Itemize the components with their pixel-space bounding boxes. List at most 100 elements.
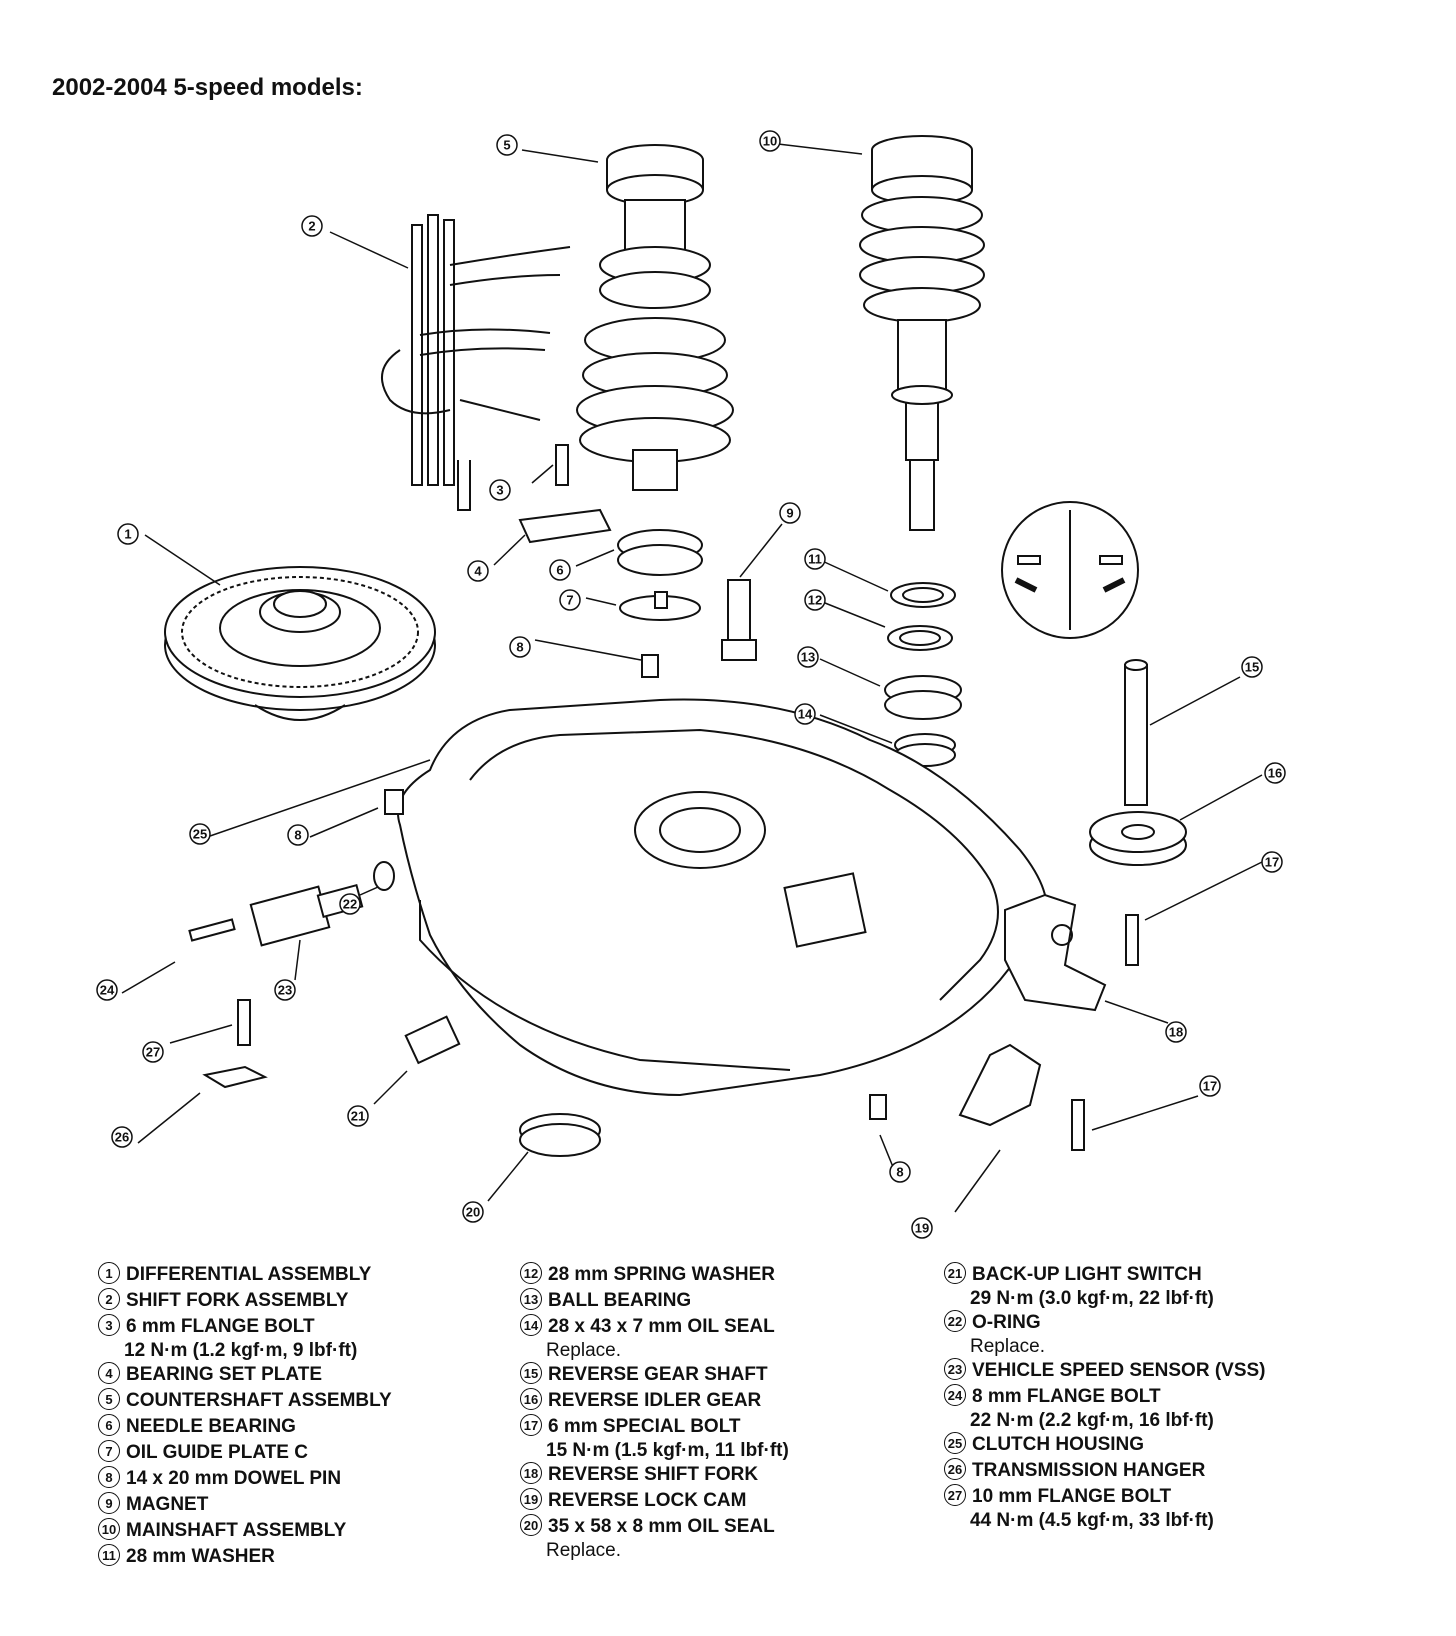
callout-8a: 8 — [509, 636, 531, 658]
legend-item-3: 3 6 mm FLANGE BOLT 12 N·m (1.2 kgf·m, 9 lb… — [98, 1314, 528, 1362]
legend-label: TRANSMISSION HANGER — [972, 1460, 1206, 1481]
legend-label: O-RING — [972, 1312, 1041, 1333]
legend-number: 6 — [98, 1414, 120, 1436]
washer-orientation-detail — [1001, 501, 1139, 639]
legend-item-18: 18 REVERSE SHIFT FORK — [520, 1462, 950, 1488]
legend-note: Replace. — [970, 1336, 1045, 1357]
legend-spec: 44 N·m (4.5 kgf·m, 33 lbf·ft) — [970, 1510, 1214, 1531]
callout-number: 4 — [474, 564, 482, 579]
legend-label: DIFFERENTIAL ASSEMBLY — [126, 1264, 372, 1285]
callout-13: 13 — [797, 646, 819, 668]
callout-16: 16 — [1264, 762, 1286, 784]
legend-label: COUNTERSHAFT ASSEMBLY — [126, 1390, 392, 1411]
callout-number: 2 — [308, 219, 315, 234]
legend-number: 8 — [98, 1466, 120, 1488]
legend-number: 19 — [520, 1488, 542, 1510]
page-title: 2002-2004 5-speed models: — [52, 74, 363, 101]
legend-label: MAGNET — [126, 1494, 209, 1515]
exploded-view-diagram: 1 2 3 4 5 6 7 8 9 10 11 12 13 14 15 16 1… — [96, 130, 1286, 1239]
legend-label: 6 mm FLANGE BOLT — [126, 1316, 315, 1337]
callout-2: 2 — [301, 215, 323, 237]
legend-number: 12 — [520, 1262, 542, 1284]
callout-4: 4 — [467, 560, 489, 582]
legend-label: 6 mm SPECIAL BOLT — [548, 1416, 741, 1437]
callout-number: 20 — [466, 1205, 480, 1220]
legend-item-22: 22 O-RING Replace. — [944, 1310, 1374, 1358]
callout-5: 5 — [496, 134, 518, 156]
callout-number: 8 — [294, 828, 301, 843]
legend-label: VEHICLE SPEED SENSOR (VSS) — [972, 1360, 1266, 1381]
callout-25: 25 — [189, 823, 211, 845]
legend-label: BALL BEARING — [548, 1290, 692, 1311]
legend-item-25: 25 CLUTCH HOUSING — [944, 1432, 1374, 1458]
countershaft-assembly-drawing — [576, 144, 734, 491]
legend-spec: 29 N·m (3.0 kgf·m, 22 lbf·ft) — [970, 1288, 1214, 1309]
callout-12: 12 — [804, 589, 826, 611]
callout-1: 1 — [117, 523, 139, 545]
callout-number: 26 — [115, 1130, 129, 1145]
callout-number: 1 — [124, 527, 131, 542]
legend-number: 22 — [944, 1310, 966, 1332]
legend-label: 28 x 43 x 7 mm OIL SEAL — [548, 1316, 775, 1337]
legend-number: 13 — [520, 1288, 542, 1310]
legend-label: REVERSE IDLER GEAR — [548, 1390, 762, 1411]
legend-number: 26 — [944, 1458, 966, 1480]
callout-number: 24 — [100, 983, 115, 998]
legend-spec: 22 N·m (2.2 kgf·m, 16 lbf·ft) — [970, 1410, 1214, 1431]
legend-number: 18 — [520, 1462, 542, 1484]
callout-number: 16 — [1268, 766, 1282, 781]
callout-26: 26 — [111, 1126, 133, 1148]
legend-number: 7 — [98, 1440, 120, 1462]
callout-23: 23 — [274, 979, 296, 1001]
shift-fork-assembly-drawing — [381, 214, 571, 511]
callout-number: 8 — [896, 1165, 903, 1180]
legend-item-26: 26 TRANSMISSION HANGER — [944, 1458, 1374, 1484]
callout-27: 27 — [142, 1041, 164, 1063]
legend-number: 5 — [98, 1388, 120, 1410]
legend-spec: 12 N·m (1.2 kgf·m, 9 lbf·ft) — [124, 1340, 358, 1361]
legend-note: Replace. — [546, 1340, 621, 1361]
legend-number: 25 — [944, 1432, 966, 1454]
clutch-housing-drawing — [397, 698, 1048, 1097]
callout-number: 9 — [786, 506, 793, 521]
callout-22: 22 — [339, 893, 361, 915]
callout-9: 9 — [779, 502, 801, 524]
legend-number: 17 — [520, 1414, 542, 1436]
callout-11: 11 — [804, 548, 826, 570]
legend-label: 10 mm FLANGE BOLT — [972, 1486, 1172, 1507]
callout-number: 17 — [1203, 1079, 1217, 1094]
legend-number: 27 — [944, 1484, 966, 1506]
callout-10: 10 — [759, 130, 781, 152]
callout-number: 18 — [1169, 1025, 1183, 1040]
callout-number: 11 — [808, 552, 822, 567]
callout-number: 12 — [808, 593, 822, 608]
callout-number: 7 — [566, 593, 573, 608]
legend-label: OIL GUIDE PLATE C — [126, 1442, 308, 1463]
callout-8b: 8 — [287, 824, 309, 846]
legend-label: BACK-UP LIGHT SWITCH — [972, 1264, 1202, 1285]
legend-label: 35 x 58 x 8 mm OIL SEAL — [548, 1516, 775, 1537]
legend-number: 15 — [520, 1362, 542, 1384]
callout-24: 24 — [96, 979, 118, 1001]
legend-number: 20 — [520, 1514, 542, 1536]
legend-label: REVERSE SHIFT FORK — [548, 1464, 759, 1485]
callout-number: 13 — [801, 650, 815, 665]
legend-label: CLUTCH HOUSING — [972, 1434, 1145, 1455]
callout-number: 17 — [1265, 855, 1279, 870]
legend-number: 24 — [944, 1384, 966, 1406]
callout-15: 15 — [1241, 656, 1263, 678]
legend-number: 3 — [98, 1314, 120, 1336]
